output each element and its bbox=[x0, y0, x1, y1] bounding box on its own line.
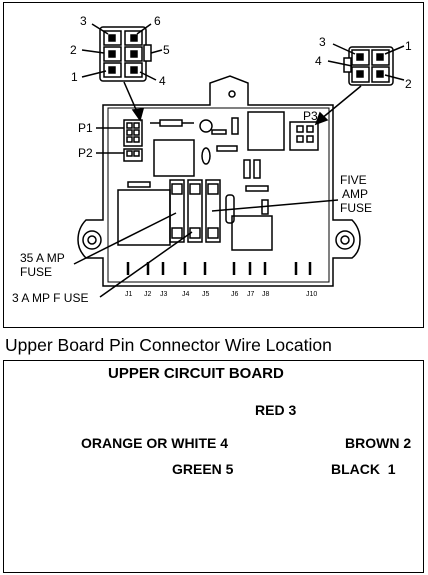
right-connector-pin-4-label: 4 bbox=[315, 54, 322, 68]
p3-label: P3 bbox=[303, 109, 318, 123]
five-amp-fuse-label-line-1: FIVE bbox=[340, 173, 367, 187]
wire-label-orange-white: ORANGE OR WHITE 4 bbox=[81, 435, 229, 451]
wire-label-red: RED 3 bbox=[255, 402, 297, 418]
control-board bbox=[73, 75, 361, 298]
right-connector-pin-2-label: 2 bbox=[405, 77, 412, 91]
terminal-label: J5 bbox=[202, 291, 210, 298]
left-six-pin-connector bbox=[81, 23, 163, 122]
terminal-label: J2 bbox=[144, 291, 152, 298]
terminal-label: J10 bbox=[306, 291, 318, 298]
upper-circuit-board-title: UPPER CIRCUIT BOARD bbox=[108, 365, 284, 382]
wire-label-black: BLACK 1 bbox=[331, 461, 396, 477]
left-connector-pin-3-label: 3 bbox=[80, 14, 87, 28]
five-amp-fuse-label-line-2: AMP bbox=[342, 187, 369, 201]
terminal-label: J6 bbox=[231, 291, 239, 298]
right-connector-pin-1-label: 1 bbox=[405, 39, 412, 53]
thirty-five-amp-fuse-label-line-2: FUSE bbox=[20, 265, 53, 279]
wire-label-green: GREEN 5 bbox=[172, 461, 234, 477]
five-amp-fuse-label-line-3: FUSE bbox=[340, 201, 373, 215]
p1-label: P1 bbox=[78, 121, 93, 135]
terminal-label: J3 bbox=[160, 291, 168, 298]
left-connector-pin-2-label: 2 bbox=[70, 43, 77, 57]
p2-label: P2 bbox=[78, 146, 93, 160]
right-connector-pin-3-label: 3 bbox=[319, 35, 326, 49]
left-connector-pin-1-label: 1 bbox=[71, 70, 78, 84]
bottom-diagram-panel bbox=[3, 360, 424, 573]
thirty-five-amp-fuse-label-line-1: 35 A MP bbox=[20, 251, 65, 265]
top-diagram-panel bbox=[3, 2, 424, 328]
terminal-label: J1 bbox=[125, 291, 133, 298]
figure-caption: Upper Board Pin Connector Wire Location bbox=[5, 335, 332, 355]
terminal-label: J7 bbox=[247, 291, 255, 298]
left-connector-pin-4-label: 4 bbox=[159, 74, 166, 88]
terminal-label: J4 bbox=[182, 291, 190, 298]
three-amp-fuse-label: 3 A MP F USE bbox=[12, 291, 89, 305]
left-connector-pin-5-label: 5 bbox=[163, 43, 170, 57]
terminal-label: J8 bbox=[262, 291, 270, 298]
wire-label-brown: BROWN 2 bbox=[345, 435, 412, 451]
right-four-pin-connector bbox=[314, 43, 405, 126]
left-connector-pin-6-label: 6 bbox=[154, 14, 161, 28]
